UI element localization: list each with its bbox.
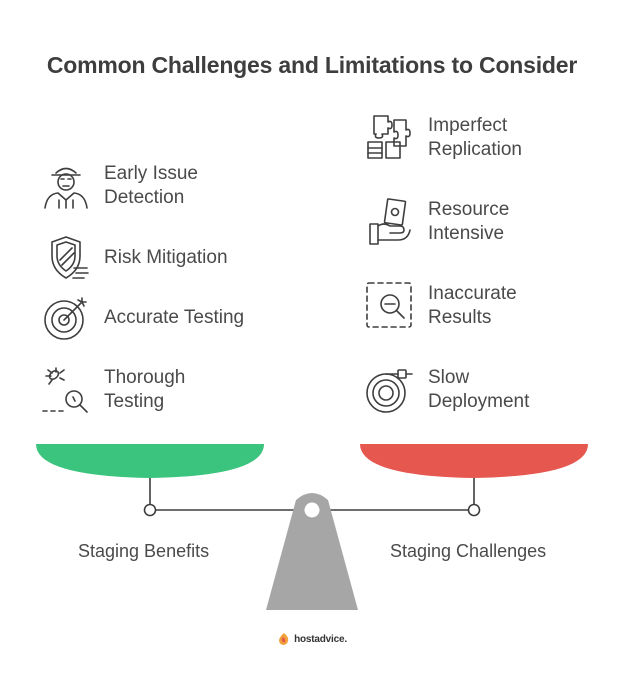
benefit-label: Thorough Testing — [104, 367, 186, 412]
detective-icon — [44, 167, 88, 209]
benefit-accurate-testing: Accurate Testing — [40, 292, 244, 344]
challenge-label: Inaccurate Results — [428, 283, 517, 328]
left-joint — [143, 503, 157, 517]
target-icon — [44, 297, 87, 340]
challenge-resource-intensive: Resource Intensive — [364, 196, 509, 248]
hose-icon — [366, 369, 413, 413]
benefit-label: Early Issue Detection — [104, 163, 198, 208]
challenge-label: Resource Intensive — [428, 199, 510, 244]
challenges-caption: Staging Challenges — [390, 541, 547, 561]
benefit-early-issue-detection: Early Issue Detection — [40, 160, 198, 212]
challenge-slow-deployment: Slow Deployment — [364, 364, 529, 416]
zoom-out-icon — [366, 282, 412, 328]
hostadvice-logo-icon — [279, 633, 289, 645]
benefits-caption: Staging Benefits — [78, 541, 210, 561]
page-title: Common Challenges and Limitations to Con… — [46, 52, 578, 78]
challenge-inaccurate-results: Inaccurate Results — [364, 280, 517, 332]
right-joint — [467, 503, 481, 517]
bug-magnifier-icon — [42, 367, 88, 413]
money-hand-icon — [369, 198, 411, 245]
fulcrum-pivot — [304, 502, 320, 518]
puzzle-icon — [367, 115, 411, 159]
benefit-risk-mitigation: Risk Mitigation — [40, 232, 228, 284]
shield-icon — [51, 236, 89, 279]
benefit-label: Risk Mitigation — [104, 247, 228, 268]
left-pan — [36, 444, 264, 478]
hostadvice-brand: hostadvice. — [294, 633, 347, 645]
challenge-imperfect-replication: Imperfect Replication — [364, 112, 522, 164]
fulcrum — [266, 493, 358, 610]
challenge-label: Slow Deployment — [428, 367, 530, 412]
right-pan — [360, 444, 588, 478]
challenge-label: Imperfect Replication — [428, 115, 522, 160]
benefit-label: Accurate Testing — [104, 307, 245, 328]
benefit-thorough-testing: Thorough Testing — [40, 364, 185, 416]
footer: hostadvice. — [0, 632, 624, 646]
